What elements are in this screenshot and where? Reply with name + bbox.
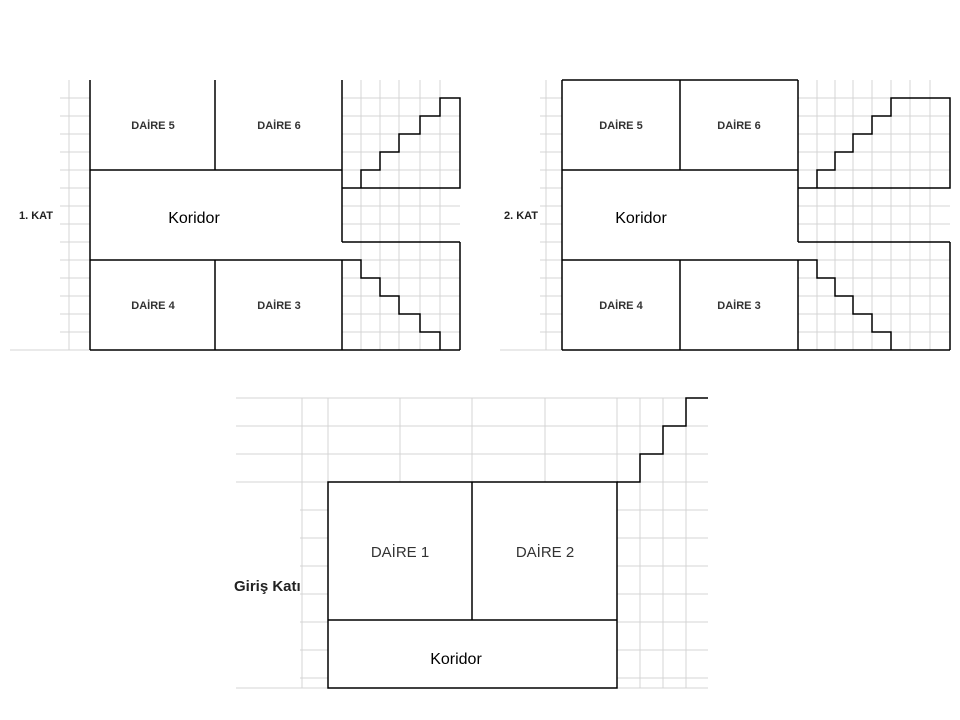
corridor-label-giris-kati: Koridor [430, 651, 482, 668]
walls-1-kat [89, 80, 461, 351]
grid-1-kat [10, 80, 460, 351]
room-label-daire-4: DAİRE 4 [131, 299, 175, 312]
room-label-daire-5: DAİRE 5 [131, 119, 174, 132]
floor-plan-2-kat: 2. KAT DAİRE 5 DAİRE 6 DAİRE 4 DAİRE 3 K… [500, 79, 951, 351]
corridor-label-1-kat: Koridor [168, 210, 220, 227]
room-label-daire-3: DAİRE 3 [717, 299, 760, 312]
room-label-daire-4: DAİRE 4 [599, 299, 643, 312]
room-label-daire-6: DAİRE 6 [717, 119, 760, 132]
walls-2-kat [561, 79, 951, 351]
room-label-daire-3: DAİRE 3 [257, 299, 300, 312]
floor-label-2-kat: 2. KAT [504, 210, 538, 222]
room-label-daire-5: DAİRE 5 [599, 119, 642, 132]
room-label-daire-6: DAİRE 6 [257, 119, 300, 132]
room-label-daire-1: DAİRE 1 [371, 543, 429, 561]
floor-label-giris-kati: Giriş Katı [234, 578, 301, 595]
floor-plan-giris-kati: Giriş Katı DAİRE 1 DAİRE 2 Koridor [234, 397, 708, 689]
floor-plan-1-kat: 1. KAT DAİRE 5 DAİRE 6 DAİRE 4 DAİRE 3 K… [10, 80, 461, 351]
walls-giris-kati [327, 397, 708, 689]
floor-label-1-kat: 1. KAT [19, 210, 53, 222]
room-label-daire-2: DAİRE 2 [516, 543, 574, 561]
corridor-label-2-kat: Koridor [615, 210, 667, 227]
